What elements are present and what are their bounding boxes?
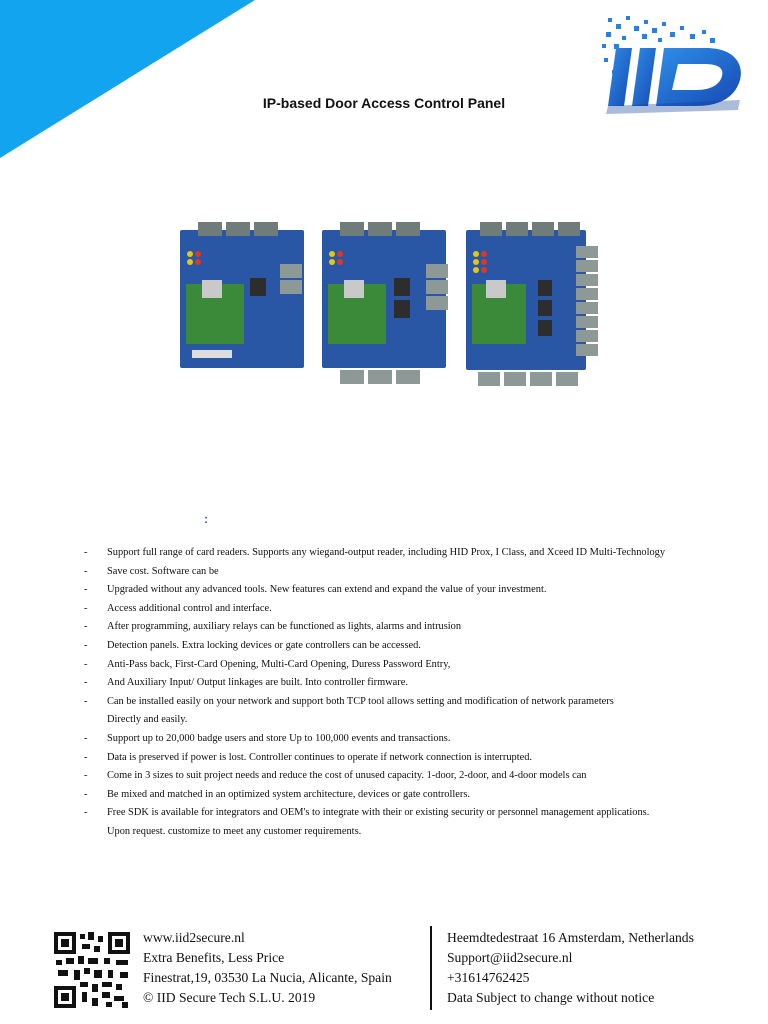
feature-item: Free SDK is available for integrators an… xyxy=(84,804,764,841)
footer-contact-left: www.iid2secure.nl Extra Benefits, Less P… xyxy=(143,928,392,1008)
feature-item: Support up to 20,000 badge users and sto… xyxy=(84,730,764,749)
feature-item: Be mixed and matched in an optimized sys… xyxy=(84,786,764,805)
footer-address-netherlands: Heemdtedestraat 16 Amsterdam, Netherland… xyxy=(447,930,694,945)
iid-logo xyxy=(602,16,741,114)
footer-phone: +31614762425 xyxy=(447,970,530,985)
feature-item: Can be installed easily on your network … xyxy=(84,693,764,730)
feature-item: Save cost. Software can be xyxy=(84,563,764,582)
qr-code-icon xyxy=(52,930,132,1010)
feature-continuation: Directly and easily. xyxy=(107,714,188,726)
feature-item: Detection panels. Extra locking devices … xyxy=(84,637,764,656)
footer-address-spain: Finestrat,19, 03530 La Nucia, Alicante, … xyxy=(143,970,392,985)
feature-item: Anti-Pass back, First-Card Opening, Mult… xyxy=(84,656,764,675)
feature-continuation: Upon request. customize to meet any cust… xyxy=(107,825,362,837)
feature-item: After programming, auxiliary relays can … xyxy=(84,618,764,637)
footer-slogan: Extra Benefits, Less Price xyxy=(143,950,285,965)
feature-item: And Auxiliary Input/ Output linkages are… xyxy=(84,674,764,693)
footer-website: www.iid2secure.nl xyxy=(143,930,245,945)
feature-item: Data is preserved if power is lost. Cont… xyxy=(84,749,764,768)
controller-board-4-door xyxy=(466,222,598,386)
feature-list: Support full range of card readers. Supp… xyxy=(84,544,764,842)
section-separator: : xyxy=(204,512,208,526)
feature-item: Access additional control and interface. xyxy=(84,600,764,619)
feature-item: Upgraded without any advanced tools. New… xyxy=(84,581,764,600)
page-title: IP-based Door Access Control Panel xyxy=(262,95,506,111)
controller-board-1-door xyxy=(180,222,304,368)
product-image-row xyxy=(176,212,608,412)
footer-contact-right: Heemdtedestraat 16 Amsterdam, Netherland… xyxy=(447,928,694,1008)
footer-email: Support@iid2secure.nl xyxy=(447,950,573,965)
footer-divider xyxy=(430,926,432,1010)
feature-item: Support full range of card readers. Supp… xyxy=(84,544,764,563)
footer-notice: Data Subject to change without notice xyxy=(447,990,655,1005)
controller-board-2-door xyxy=(322,222,448,384)
corner-accent xyxy=(0,0,255,158)
feature-item: Come in 3 sizes to suit project needs an… xyxy=(84,767,764,786)
footer-copyright: © IID Secure Tech S.L.U. 2019 xyxy=(143,990,316,1005)
